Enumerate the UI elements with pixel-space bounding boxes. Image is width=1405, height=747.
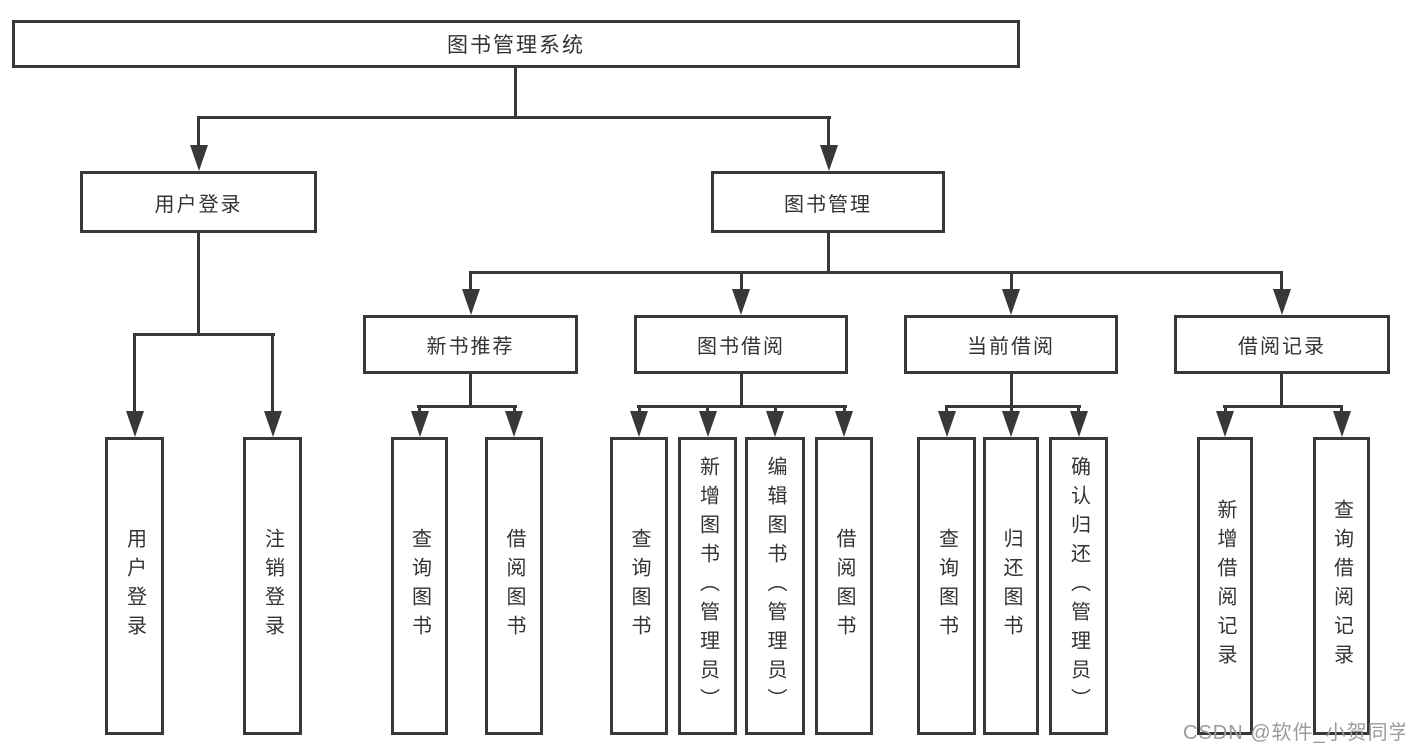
connector-current-stem bbox=[1010, 373, 1013, 407]
node-label: 查询图书 bbox=[408, 528, 431, 644]
connector-drop bbox=[1224, 405, 1227, 415]
node-label: 新书推荐 bbox=[426, 336, 515, 358]
connector-drop bbox=[1340, 405, 1343, 415]
connector-drop bbox=[1010, 271, 1013, 293]
connector-drop-book-mgmt bbox=[827, 116, 830, 150]
node-label: 查询图书 bbox=[935, 528, 958, 644]
connector-drop bbox=[271, 333, 274, 417]
node-label: 查询借阅记录 bbox=[1330, 499, 1353, 673]
connector-records-horizontal bbox=[1223, 405, 1343, 408]
leaf-records-add: 新增借阅记录 bbox=[1197, 437, 1253, 735]
node-label: 图书借阅 bbox=[697, 336, 785, 358]
arrowhead bbox=[732, 289, 750, 315]
node-label: 注销登录 bbox=[261, 528, 284, 644]
arrowhead bbox=[126, 411, 144, 437]
arrowhead bbox=[1070, 411, 1088, 437]
arrowhead bbox=[462, 289, 480, 315]
connector-level3-horizontal bbox=[469, 271, 1283, 274]
node-label: 新增借阅记录 bbox=[1214, 499, 1236, 673]
leaf-current-return: 归还图书 bbox=[983, 437, 1039, 735]
node-book-borrow: 图书借阅 bbox=[634, 315, 848, 374]
connector-drop bbox=[774, 405, 777, 415]
node-label: 借阅图书 bbox=[833, 528, 855, 644]
connector-current-horizontal bbox=[945, 405, 1081, 408]
connector-bookborrow-horizontal bbox=[637, 405, 847, 408]
leaf-records-query: 查询借阅记录 bbox=[1313, 437, 1370, 735]
node-label: 当前借阅 bbox=[967, 336, 1055, 358]
node-label: 图书管理 bbox=[784, 193, 872, 216]
connector-mgmt-stem bbox=[827, 233, 830, 274]
node-label: 图书管理系统 bbox=[447, 34, 585, 57]
node-label: 查询图书 bbox=[628, 528, 650, 644]
arrowhead bbox=[1216, 411, 1234, 437]
leaf-borrow-add-admin: 新增图书（管理员） bbox=[678, 437, 737, 735]
arrowhead bbox=[1002, 411, 1020, 437]
connector-root-horizontal bbox=[197, 116, 831, 119]
arrowhead bbox=[630, 411, 648, 437]
arrowhead bbox=[1333, 411, 1351, 437]
leaf-user-login: 用户登录 bbox=[105, 437, 164, 735]
leaf-newbooks-query: 查询图书 bbox=[391, 437, 448, 735]
connector-newbooks-horizontal bbox=[417, 405, 517, 408]
node-root-system: 图书管理系统 bbox=[12, 20, 1020, 68]
connector-drop bbox=[740, 271, 743, 293]
arrowhead bbox=[411, 411, 429, 437]
leaf-borrow-borrow: 借阅图书 bbox=[815, 437, 873, 735]
node-label: 用户登录 bbox=[154, 193, 243, 216]
connector-drop-user-login bbox=[197, 116, 200, 150]
node-label: 新增图书（管理员） bbox=[696, 455, 719, 717]
leaf-newbooks-borrow: 借阅图书 bbox=[485, 437, 543, 735]
connector-drop bbox=[133, 333, 136, 417]
connector-drop bbox=[1010, 405, 1013, 415]
connector-records-stem bbox=[1280, 373, 1283, 407]
arrowhead bbox=[190, 145, 208, 171]
node-new-books: 新书推荐 bbox=[363, 315, 578, 374]
node-borrow-records: 借阅记录 bbox=[1174, 315, 1390, 374]
csdn-watermark: CSDN @软件_小贺同学 bbox=[1183, 722, 1405, 744]
node-label: 归还图书 bbox=[1000, 528, 1022, 644]
node-user-login: 用户登录 bbox=[80, 171, 317, 233]
connector-root-stem bbox=[514, 68, 517, 118]
connector-drop bbox=[706, 405, 709, 415]
connector-drop bbox=[513, 405, 516, 415]
connector-drop bbox=[469, 271, 472, 293]
connector-login-horizontal bbox=[133, 333, 275, 336]
node-label: 借阅图书 bbox=[503, 528, 525, 644]
connector-drop bbox=[418, 405, 421, 415]
connector-drop bbox=[945, 405, 948, 415]
arrowhead bbox=[264, 411, 282, 437]
node-current-borrow: 当前借阅 bbox=[904, 315, 1118, 374]
arrowhead bbox=[505, 411, 523, 437]
arrowhead bbox=[835, 411, 853, 437]
arrowhead bbox=[1273, 289, 1291, 315]
leaf-current-confirm-admin: 确认归还（管理员） bbox=[1049, 437, 1108, 735]
connector-drop bbox=[1077, 405, 1080, 415]
connector-drop bbox=[843, 405, 846, 415]
arrowhead bbox=[938, 411, 956, 437]
leaf-borrow-edit-admin: 编辑图书（管理员） bbox=[745, 437, 805, 735]
arrowhead bbox=[766, 411, 784, 437]
leaf-current-query: 查询图书 bbox=[917, 437, 976, 735]
arrowhead bbox=[699, 411, 717, 437]
node-label: 确认归还（管理员） bbox=[1067, 455, 1090, 717]
node-book-mgmt: 图书管理 bbox=[711, 171, 945, 233]
leaf-logout: 注销登录 bbox=[243, 437, 302, 735]
leaf-borrow-query: 查询图书 bbox=[610, 437, 668, 735]
node-label: 编辑图书（管理员） bbox=[764, 455, 786, 717]
connector-drop bbox=[638, 405, 641, 415]
node-label: 用户登录 bbox=[123, 528, 146, 644]
arrowhead bbox=[820, 145, 838, 171]
arrowhead bbox=[1002, 289, 1020, 315]
connector-newbooks-stem bbox=[469, 373, 472, 407]
connector-bookborrow-stem bbox=[740, 373, 743, 407]
connector-drop bbox=[1280, 271, 1283, 293]
node-label: 借阅记录 bbox=[1238, 336, 1326, 358]
connector-login-stem bbox=[197, 233, 200, 336]
